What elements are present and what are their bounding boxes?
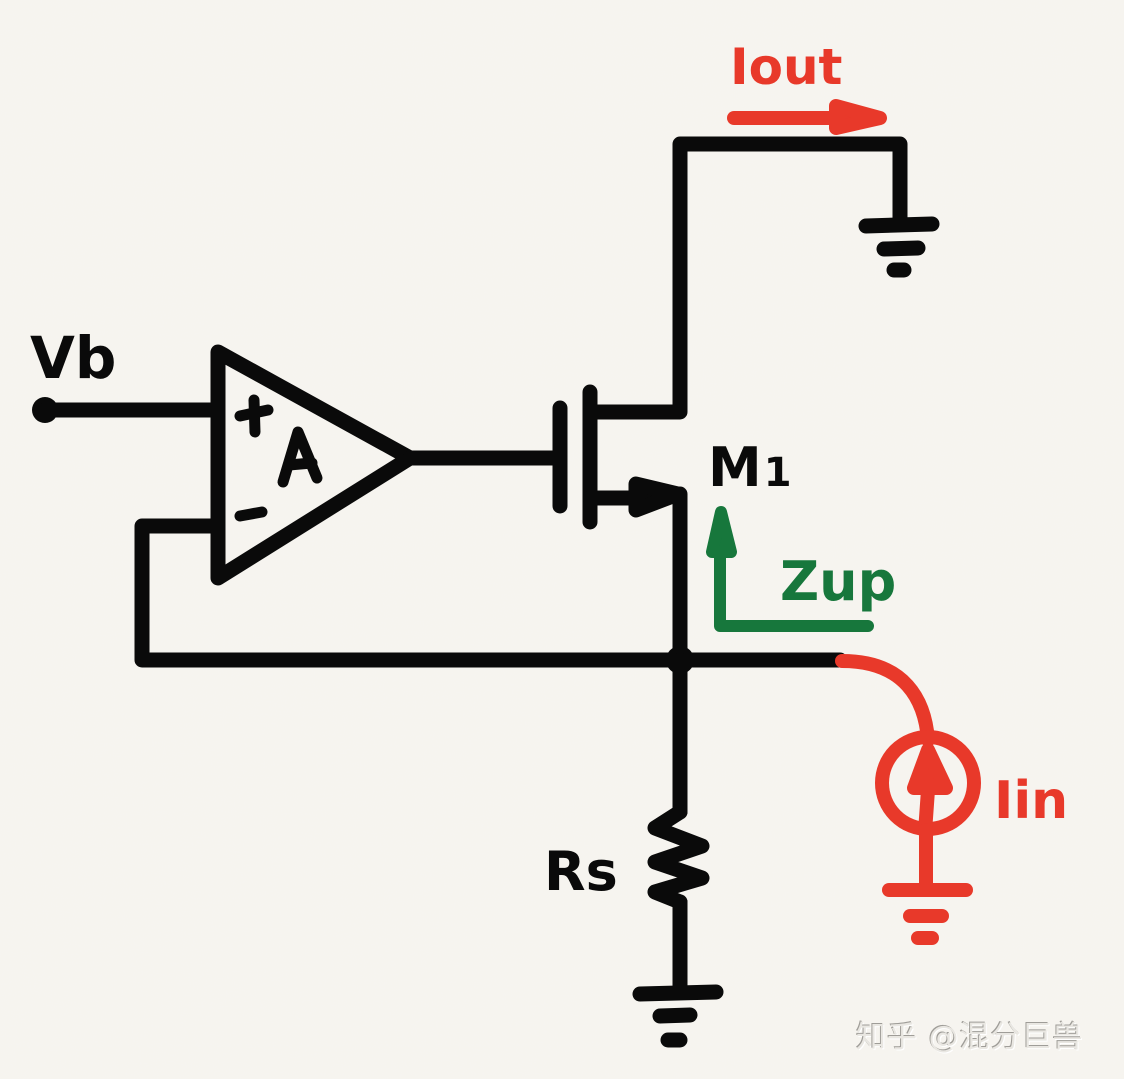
rs-resistor[interactable] xyxy=(647,804,710,910)
iout-label: Iout xyxy=(730,38,842,96)
amp-minus-sign xyxy=(234,506,268,522)
transistor-label-main: M xyxy=(708,436,762,499)
iin-arrow-head xyxy=(907,743,953,795)
amp-plus-sign xyxy=(234,394,274,438)
zup-axis xyxy=(714,526,874,632)
vb-label: Vb xyxy=(30,324,116,392)
source-arrow xyxy=(628,476,686,518)
zup-label: Zup xyxy=(780,550,896,613)
iin-label: Iin xyxy=(994,771,1068,831)
output-ground-icon xyxy=(858,216,940,278)
zhihu-watermark: 知乎 @混分巨兽 xyxy=(856,1020,1084,1055)
iin-wire-curve xyxy=(835,654,935,747)
feedback-wire xyxy=(134,518,848,668)
transistor-label-sub: 1 xyxy=(764,450,792,496)
rs-label: Rs xyxy=(544,840,618,903)
opamp-triangle[interactable] xyxy=(210,344,418,586)
drain-wire xyxy=(582,136,908,420)
amp-gain-A xyxy=(277,426,323,488)
rs-ground-icon xyxy=(632,984,724,1048)
zup-arrow-head xyxy=(706,506,737,558)
transistor-label: M1 xyxy=(708,436,792,499)
iin-ground-icon xyxy=(882,883,973,945)
iout-arrow-head xyxy=(829,99,887,135)
